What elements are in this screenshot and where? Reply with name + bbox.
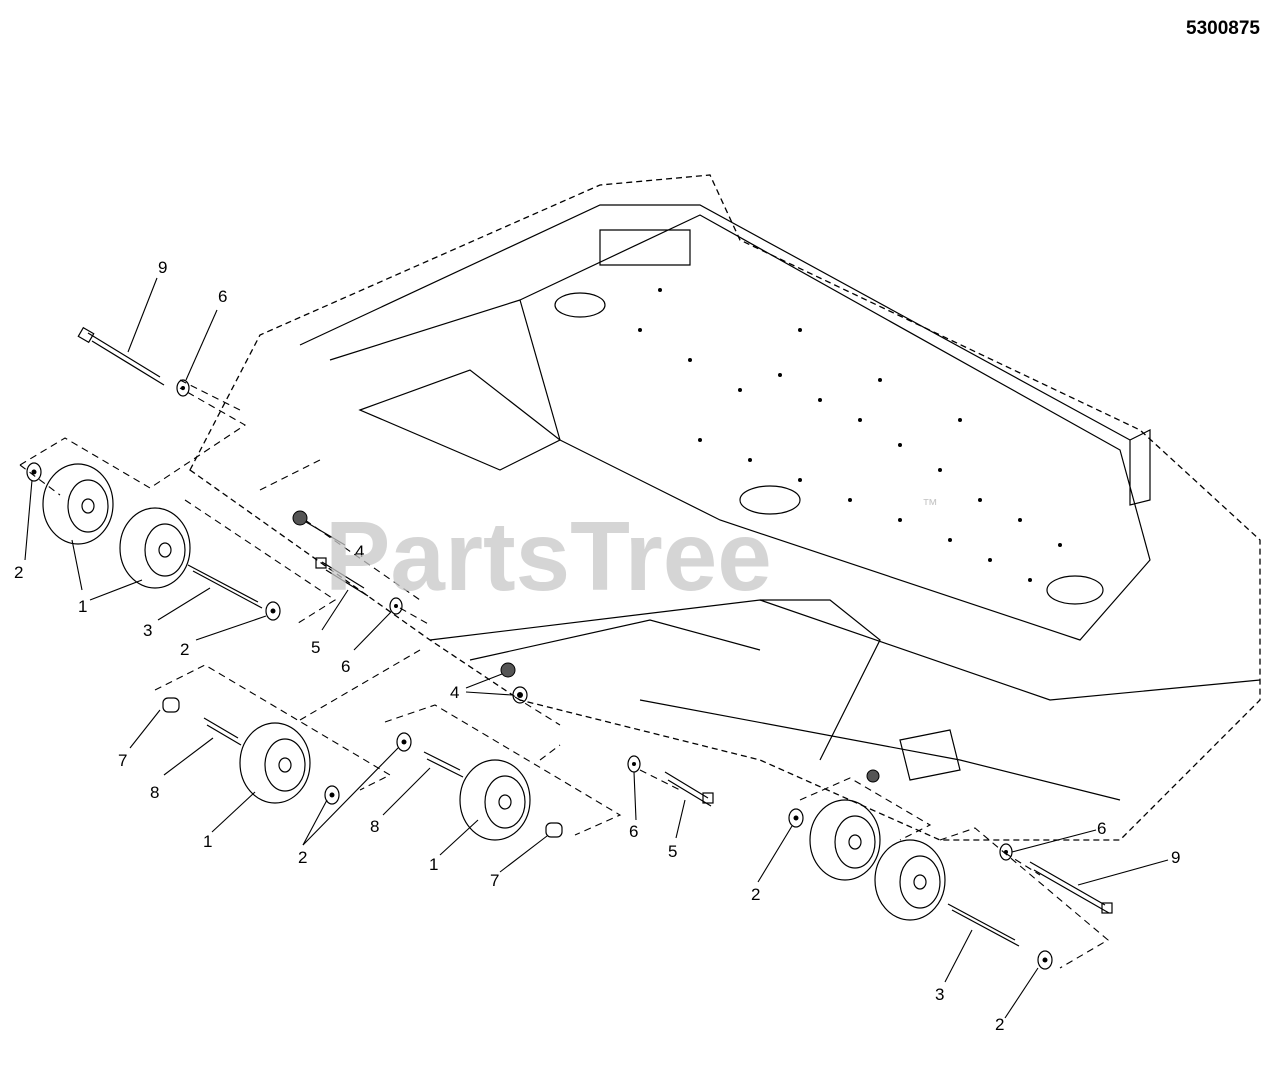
washer (396, 732, 412, 752)
callout-labels: 9 6 2 1 3 2 4 5 6 4 7 8 1 2 8 1 7 6 5 2 … (14, 258, 1180, 1034)
assembly-guides (19, 379, 1109, 969)
nut (292, 510, 308, 526)
roller-wheel (239, 722, 311, 804)
callout-label: 2 (995, 1015, 1004, 1034)
bolt (1029, 861, 1113, 914)
callout-label: 1 (203, 832, 212, 851)
callout-label: 6 (218, 287, 227, 306)
washer (389, 597, 403, 615)
spacer (545, 822, 563, 838)
callout-label: 2 (14, 563, 23, 582)
watermark: PartsTree ™ (325, 497, 938, 611)
callout-label: 5 (311, 638, 320, 657)
spacer (162, 697, 180, 713)
shafts-and-bolts (77, 326, 1113, 947)
roller-wheel (459, 759, 531, 841)
callout-label: 8 (150, 783, 159, 802)
callout-label: 2 (298, 848, 307, 867)
roller-wheel (809, 799, 881, 881)
washer (324, 785, 340, 805)
callout-label: 1 (78, 597, 87, 616)
callout-label: 3 (143, 621, 152, 640)
watermark-text: PartsTree (325, 501, 772, 611)
callout-label: 4 (450, 683, 459, 702)
callout-label: 3 (935, 985, 944, 1004)
bolt (315, 557, 369, 597)
washer (265, 601, 281, 621)
callout-label: 7 (490, 871, 499, 890)
callout-label: 9 (158, 258, 167, 277)
callout-label: 8 (370, 817, 379, 836)
roller-wheel (874, 839, 946, 921)
callout-label: 6 (1097, 819, 1106, 838)
washer (1037, 950, 1053, 970)
callout-label: 2 (751, 885, 760, 904)
callout-label: 9 (1171, 848, 1180, 867)
bolt (77, 326, 165, 386)
shaft (423, 751, 464, 778)
washer (788, 808, 804, 828)
callout-label: 1 (429, 855, 438, 874)
bolt (664, 771, 714, 807)
roller-wheel (119, 507, 191, 589)
callout-label: 7 (118, 751, 127, 770)
washer (512, 686, 528, 704)
shaft (203, 717, 242, 746)
shaft (947, 903, 1020, 947)
washer (627, 755, 641, 773)
shaft (187, 564, 263, 609)
roller-wheels (42, 463, 946, 921)
watermark-trademark: ™ (922, 497, 938, 514)
callout-label: 2 (180, 640, 189, 659)
roller-wheel (42, 463, 114, 545)
callout-label: 6 (341, 657, 350, 676)
washer (176, 379, 190, 397)
washer (999, 843, 1013, 861)
callout-label: 5 (668, 842, 677, 861)
washer (26, 462, 42, 482)
leader-lines (24, 277, 1169, 1019)
nut (866, 769, 880, 783)
mower-deck (189, 174, 1261, 841)
diagram-code: 5300875 (1186, 18, 1260, 39)
nut (500, 662, 516, 678)
callout-label: 6 (629, 822, 638, 841)
callout-label: 4 (355, 542, 364, 561)
